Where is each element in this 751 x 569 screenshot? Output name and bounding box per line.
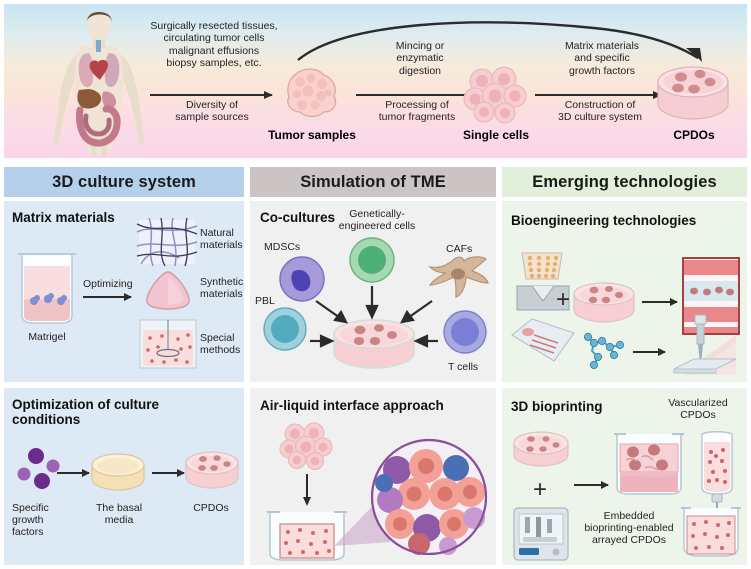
pbl-cell-icon <box>262 306 308 352</box>
panel-optimization: Optimization of culture conditions Speci… <box>4 388 244 565</box>
mold-block-icon <box>516 285 570 311</box>
receiving-well-icon <box>680 506 742 558</box>
tumor-mass-icon <box>280 60 342 122</box>
specific-growth-factors-label: Specific growth factors <box>12 502 49 539</box>
banner-arrow-3 <box>535 90 662 99</box>
banner-node-3-label: CPDOs <box>673 128 715 142</box>
panel-cocultures-title: Co-cultures <box>260 210 336 225</box>
pbl-label: PBL <box>255 295 275 307</box>
culture-dish-icon <box>655 62 731 122</box>
panel-3d-bioprinting: 3D bioprinting Vascularized CPDOs + <box>502 388 747 565</box>
column-header-tme: Simulation of TME <box>250 167 496 197</box>
transwell-insert-icon <box>266 510 348 562</box>
growth-factor-particles-icon <box>16 448 64 492</box>
optimization-arrow-1 <box>57 469 90 477</box>
banner-source-text: Surgically resected tissues, circulating… <box>150 20 278 70</box>
genetically-engineered-cells-label: Genetically- engineered cells <box>338 208 416 233</box>
panel-ali-title: Air-liquid interface approach <box>260 398 444 413</box>
special-methods-label: Special methods <box>200 332 241 357</box>
natural-materials-label: Natural materials <box>200 227 243 252</box>
human-body-icon <box>46 10 152 156</box>
synthetic-materials-label: Synthetic materials <box>200 276 244 301</box>
banner-arrow-3-label: Construction of 3D culture system <box>557 99 643 124</box>
matrix-optimizing-arrow <box>83 293 132 301</box>
coculture-arrows <box>250 201 496 382</box>
column-header-emerging: Emerging technologies <box>502 167 747 197</box>
special-methods-chamber-icon <box>139 319 197 369</box>
banner-step-3-text: Matrix materials and specific growth fac… <box>564 40 640 77</box>
microwell-plate-icon <box>518 251 566 283</box>
panel-matrix-materials: Matrix materials Matrigel Optimizing <box>4 201 244 382</box>
plus-icon: + <box>556 286 571 313</box>
column-header-3d-culture: 3D culture system <box>4 167 244 197</box>
media-dish-icon <box>90 450 146 494</box>
organoid-dish-icon <box>331 317 417 371</box>
banner-arrow-2 <box>356 90 477 99</box>
t-cell-icon <box>442 309 488 355</box>
cell-cluster-icon <box>279 422 333 470</box>
embedded-bioprinting-label: Embedded bioprinting-enabled arrayed CPD… <box>584 510 674 547</box>
hydrogel-blob-icon <box>143 270 193 310</box>
banner-arrow-1-label: Diversity of sample sources <box>175 99 249 124</box>
bioprinting-arrow <box>574 481 609 489</box>
genetically-engineered-cell-icon <box>348 236 396 284</box>
optimization-arrow-2 <box>152 469 185 477</box>
mdsc-cell-icon <box>278 255 326 303</box>
culture-dish-icon <box>572 279 636 325</box>
vascular-cartridge-icon <box>696 430 738 512</box>
panel-bioengineering-title: Bioengineering technologies <box>511 213 697 228</box>
panel-co-cultures: Co-cultures Genetically- engineered cell… <box>250 201 496 382</box>
matrigel-label: Matrigel <box>28 331 66 343</box>
t-cells-label: T cells <box>448 361 479 373</box>
magnified-cells-icon <box>370 438 488 556</box>
fiber-mesh-icon <box>136 217 198 267</box>
ali-down-arrow <box>303 474 311 506</box>
vascularized-cpdos-label: Vascularized CPDOs <box>668 397 728 422</box>
panel-bioengineering: Bioengineering technologies <box>502 201 747 382</box>
banner-arrow-1 <box>150 90 273 99</box>
panel-air-liquid-interface: Air-liquid interface approach <box>250 388 496 565</box>
single-cells-icon <box>463 66 527 124</box>
beaker-icon <box>16 250 78 328</box>
panel-optimization-title: Optimization of culture conditions <box>12 397 159 427</box>
bioengineering-arrow-1 <box>642 298 678 306</box>
caf-cell-icon <box>428 255 490 298</box>
layered-scaffold-icon <box>682 257 740 335</box>
plus-icon: + <box>533 476 548 503</box>
basal-media-label: The basal media <box>95 502 143 527</box>
panel-matrix-title: Matrix materials <box>12 210 115 225</box>
workflow-banner: Surgically resected tissues, circulating… <box>4 4 747 158</box>
organoid-dish-icon <box>512 430 570 470</box>
optimizing-label: Optimizing <box>83 278 133 290</box>
microfluidic-chip-icon <box>510 317 576 365</box>
banner-arrow-2-label: Processing of tumor fragments <box>378 99 456 124</box>
mdscs-label: MDSCs <box>264 241 301 253</box>
printed-well-icon <box>612 430 686 496</box>
cafs-label: CAFs <box>446 243 473 255</box>
bioprinter-icon <box>512 506 570 562</box>
cpdos-label-optimization: CPDOs <box>193 502 229 514</box>
pipette-icon <box>670 314 740 377</box>
bioengineering-arrow-2 <box>633 348 666 356</box>
organoid-dish-icon <box>184 448 240 492</box>
curved-feedback-arrow-icon <box>294 18 724 76</box>
banner-step-2-text: Mincing or enzymatic digestion <box>395 40 445 77</box>
molecule-icon <box>580 331 630 371</box>
banner-node-2-label: Single cells <box>462 128 530 142</box>
panel-bioprinting-title: 3D bioprinting <box>511 399 603 414</box>
banner-node-1-label: Tumor samples <box>268 128 356 142</box>
